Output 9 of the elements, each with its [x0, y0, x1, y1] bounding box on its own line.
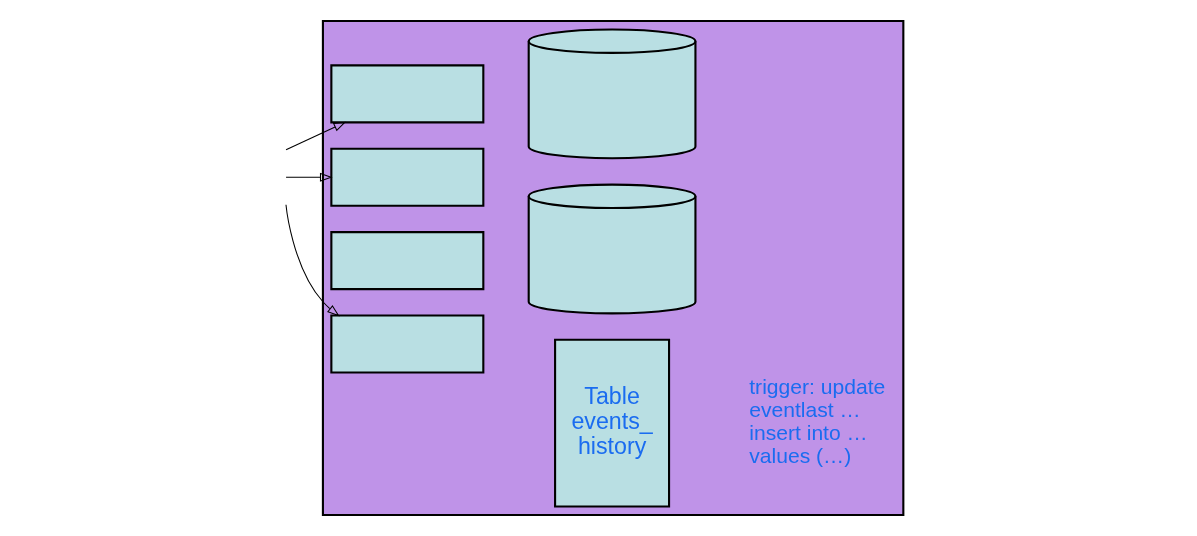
- node-box: [330, 314, 485, 374]
- arrow: [285, 204, 340, 317]
- node-box: Table events_ history: [554, 338, 671, 508]
- node-box: [330, 231, 485, 291]
- node-box: [330, 64, 485, 124]
- arrow: [285, 172, 333, 182]
- node-box: [330, 147, 485, 207]
- arrow: [285, 121, 347, 151]
- label: trigger: update eventlast … insert into … values (…): [749, 374, 886, 468]
